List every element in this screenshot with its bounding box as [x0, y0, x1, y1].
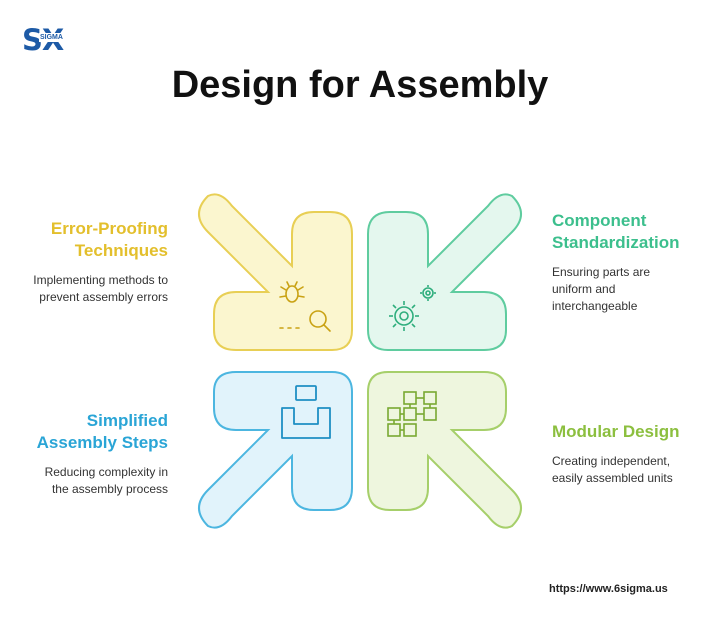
arrow-component-standardization [367, 193, 522, 351]
desc-line: the assembly process [51, 482, 168, 496]
quadrant-description: Reducing complexity in the assembly proc… [10, 464, 168, 498]
heading-line: Error-Proofing [50, 219, 168, 238]
desc-line: Implementing methods to [33, 273, 168, 287]
bug-magnifier-icon [279, 281, 331, 332]
desc-line: uniform and [552, 282, 616, 296]
quadrant-description: Creating independent, easily assembled u… [552, 453, 712, 487]
quadrant-description: Ensuring parts are uniform and interchan… [552, 264, 712, 315]
arrow-simplified-assembly [198, 371, 353, 529]
heading-line: Assembly Steps [36, 433, 168, 452]
page-title: Design for Assembly [171, 64, 549, 106]
desc-line: prevent assembly errors [39, 290, 168, 304]
quadrant-error-proofing: Error-Proofing Techniques Implementing m… [10, 218, 168, 306]
quadrant-simplified-assembly: Simplified Assembly Steps Reducing compl… [10, 410, 168, 498]
quadrant-component-standardization: Component Standardization Ensuring parts… [552, 210, 712, 315]
assembly-parts-icon [281, 385, 331, 439]
desc-line: Ensuring parts are [552, 265, 651, 279]
footer-url: https://www.6sigma.us [549, 583, 668, 595]
quadrant-modular-design: Modular Design Creating independent, eas… [552, 421, 712, 487]
desc-line: Reducing complexity in [44, 465, 168, 479]
quadrant-heading: Component Standardization [552, 210, 712, 254]
heading-line: Techniques [74, 241, 168, 260]
quadrant-description: Implementing methods to prevent assembly… [10, 272, 168, 306]
desc-line: Creating independent, [552, 454, 671, 468]
arrow-modular-design [367, 371, 522, 529]
heading-line: Component [552, 211, 647, 230]
arrow-error-proofing [198, 193, 353, 351]
quadrant-heading: Modular Design [552, 421, 712, 443]
quadrant-heading: Error-Proofing Techniques [10, 218, 168, 262]
desc-line: interchangeable [552, 299, 638, 313]
gears-icon [389, 285, 436, 331]
heading-line: Standardization [552, 233, 680, 252]
modules-icon [387, 391, 437, 437]
desc-line: easily assembled units [552, 471, 673, 485]
heading-line: Modular Design [552, 422, 680, 441]
quadrant-heading: Simplified Assembly Steps [10, 410, 168, 454]
logo-small-text: SIGMA [39, 33, 64, 42]
logo: SX SIGMA [22, 22, 82, 58]
heading-line: Simplified [86, 411, 168, 430]
